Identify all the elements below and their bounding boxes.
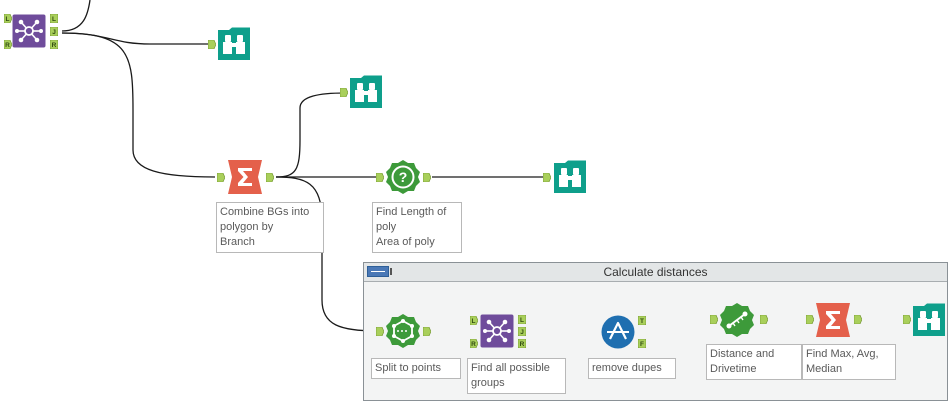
filter-true-output-anchor[interactable]: [638, 316, 646, 325]
join-icon: [12, 14, 46, 48]
binoculars-icon: [913, 303, 945, 336]
distance-output-anchor[interactable]: [760, 315, 768, 324]
wire-summarize1-split: [275, 176, 379, 332]
split-input-anchor[interactable]: [376, 327, 384, 336]
join-tool-1[interactable]: [12, 14, 46, 48]
binoculars-icon: [218, 27, 250, 60]
join1-right-output-anchor[interactable]: [50, 40, 58, 49]
join1-right-input-anchor[interactable]: [4, 40, 12, 49]
sigma-icon: [816, 303, 850, 337]
browse-tool-4[interactable]: [912, 303, 948, 337]
distance-tool[interactable]: [720, 303, 754, 337]
browse2-input-anchor[interactable]: [340, 88, 348, 97]
wire-join1-up: [61, 0, 91, 32]
binoculars-icon: [350, 75, 382, 108]
join-tool-2[interactable]: [480, 314, 514, 348]
wire-join1-summarize1: [61, 32, 216, 178]
browse-tool-1[interactable]: [217, 27, 251, 61]
summarize-tool-2[interactable]: [816, 303, 850, 337]
join2-right-output-anchor[interactable]: [518, 339, 526, 348]
formula1-annotation: Find Length of poly Area of poly: [372, 202, 462, 253]
formula1-output-anchor[interactable]: [423, 173, 431, 182]
binoculars-icon: [554, 160, 586, 193]
join1-left-input-anchor[interactable]: [4, 14, 12, 23]
summarize1-input-anchor[interactable]: [217, 173, 225, 182]
distance-ruler-icon: [720, 303, 754, 337]
join1-join-output-anchor[interactable]: [50, 27, 58, 36]
collapse-toggle[interactable]: [367, 266, 389, 277]
summarize1-output-anchor[interactable]: [266, 173, 274, 182]
container-handle: [390, 268, 392, 275]
filter-false-output-anchor[interactable]: [638, 339, 646, 348]
question-gear-icon: ?: [386, 160, 420, 194]
distance-input-anchor[interactable]: [710, 315, 718, 324]
summarize2-output-anchor[interactable]: [854, 315, 862, 324]
join1-left-output-anchor[interactable]: [50, 14, 58, 23]
join2-left-output-anchor[interactable]: [518, 315, 526, 324]
formula-tool-1[interactable]: ?: [386, 160, 420, 194]
filter-annotation: remove dupes: [588, 358, 676, 379]
split-output-anchor[interactable]: [423, 327, 431, 336]
join2-right-input-anchor[interactable]: [470, 339, 478, 348]
container-title: Calculate distances: [603, 265, 708, 279]
summarize-tool-1[interactable]: [228, 160, 262, 194]
browse-tool-2[interactable]: [349, 75, 383, 109]
filter-icon: [601, 315, 635, 349]
formula1-input-anchor[interactable]: [376, 173, 384, 182]
browse4-input-anchor[interactable]: [903, 315, 911, 324]
filter-tool[interactable]: [601, 315, 635, 349]
tool-container[interactable]: Calculate distances: [363, 262, 948, 401]
svg-text:?: ?: [399, 169, 408, 185]
browse3-input-anchor[interactable]: [543, 173, 551, 182]
join2-left-input-anchor[interactable]: [470, 316, 478, 325]
wire-summarize1-browse2: [275, 92, 346, 178]
sigma-icon: [228, 160, 262, 194]
join2-join-output-anchor[interactable]: [518, 327, 526, 336]
browse1-input-anchor[interactable]: [208, 40, 216, 49]
summarize2-input-anchor[interactable]: [806, 315, 814, 324]
polysplit-icon: [386, 314, 420, 348]
container-header[interactable]: Calculate distances: [364, 263, 947, 282]
split-annotation: Split to points: [371, 358, 461, 379]
join2-annotation: Find all possible groups: [467, 358, 566, 394]
distance-annotation: Distance and Drivetime: [706, 344, 802, 380]
browse-tool-3[interactable]: [553, 160, 587, 194]
join-icon: [480, 314, 514, 348]
summarize2-annotation: Find Max, Avg, Median: [802, 344, 896, 380]
polysplit-tool[interactable]: [386, 314, 420, 348]
summarize1-annotation: Combine BGs into polygon by Branch: [216, 202, 324, 253]
